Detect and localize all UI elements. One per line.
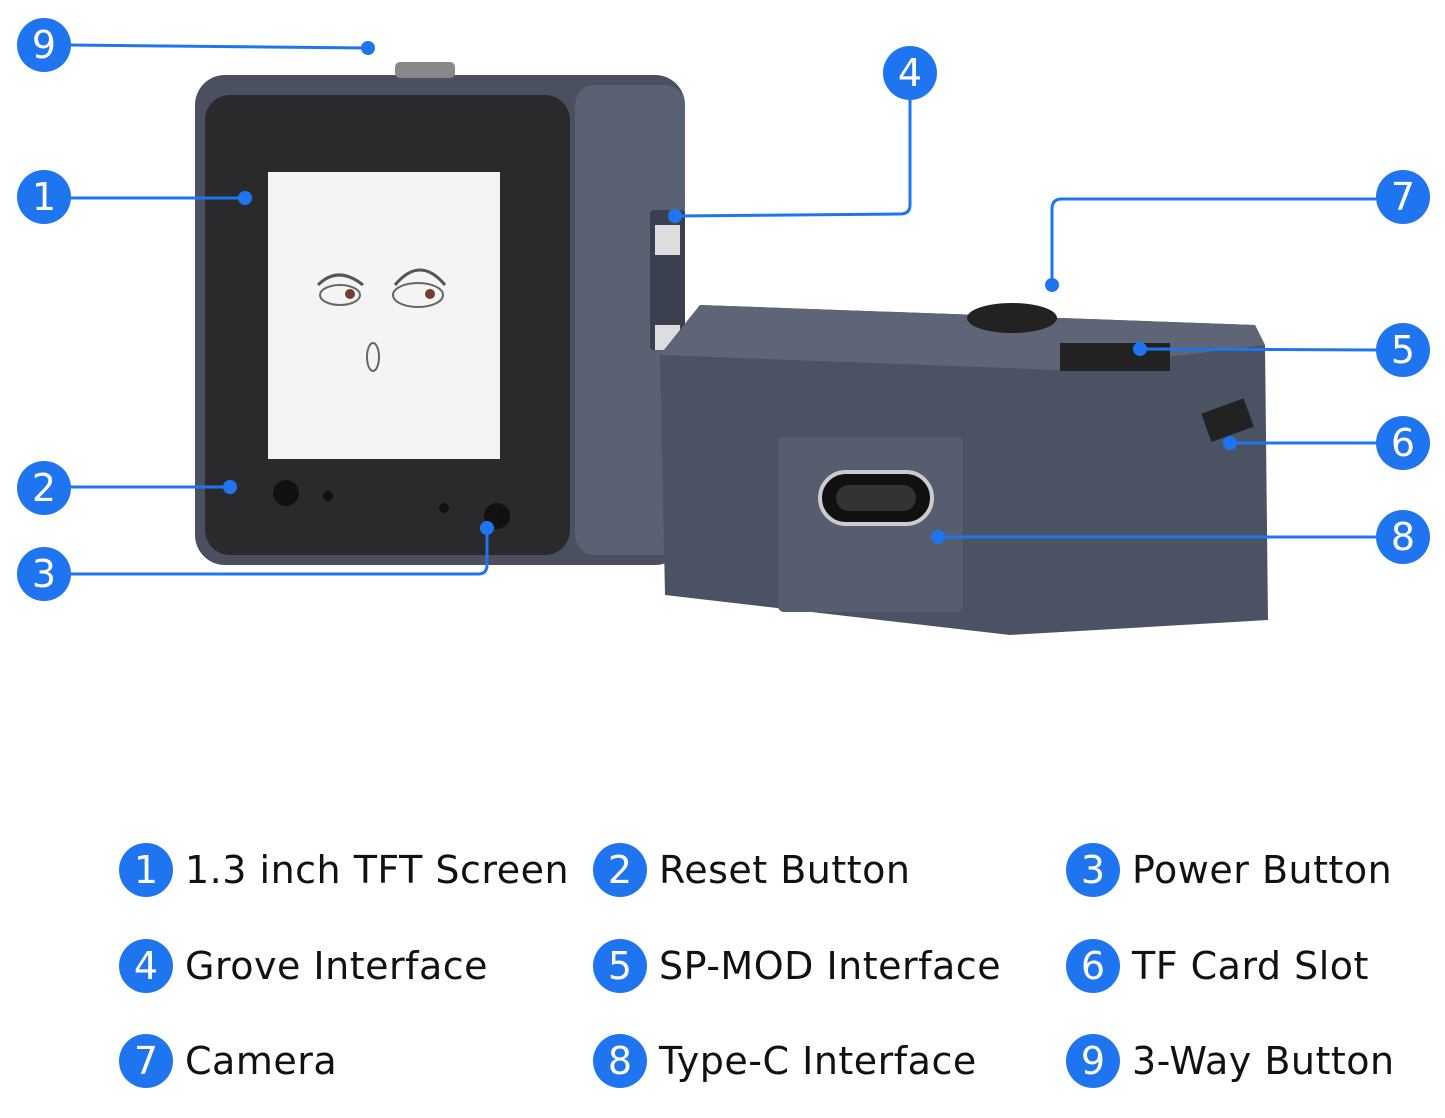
callout-badge-1: 1 [17, 170, 71, 224]
device-front [195, 62, 685, 565]
svg-text:7: 7 [1391, 175, 1415, 219]
callout-badge-3: 3 [17, 547, 71, 601]
reset-button [273, 480, 299, 506]
legend-label: Camera [185, 1039, 338, 1083]
sp-mod-port [1060, 343, 1170, 371]
leader-lines [69, 43, 1377, 576]
legend-item-6: 6 TF Card Slot [1066, 936, 1369, 996]
camera [967, 303, 1057, 333]
callout-badge-8: 8 [1376, 510, 1430, 564]
callout-badge-9: 9 [17, 18, 71, 72]
legend-badge: 4 [119, 939, 173, 993]
legend-label: TF Card Slot [1132, 944, 1369, 988]
legend-label: Type-C Interface [659, 1039, 977, 1083]
callout-badge-2: 2 [17, 461, 71, 515]
anchor-dots [223, 41, 1237, 544]
callout-badge-4: 4 [883, 46, 937, 100]
grove-port [655, 225, 680, 255]
legend-badge: 9 [1066, 1034, 1120, 1088]
callout-badge-5: 5 [1376, 323, 1430, 377]
svg-text:1: 1 [32, 175, 56, 219]
tft-screen [268, 172, 500, 459]
legend-label: Power Button [1132, 848, 1393, 892]
callout-badge-7: 7 [1376, 170, 1430, 224]
svg-text:4: 4 [898, 51, 922, 95]
callout-badge-6: 6 [1376, 416, 1430, 470]
legend-item-4: 4 Grove Interface [119, 936, 488, 996]
legend-badge: 3 [1066, 843, 1120, 897]
legend-label: Reset Button [659, 848, 911, 892]
legend-item-7: 7 Camera [119, 1031, 337, 1091]
legend-item-9: 9 3-Way Button [1066, 1031, 1395, 1091]
three-way-button [395, 62, 455, 78]
device-back [660, 303, 1268, 635]
legend-label: 1.3 inch TFT Screen [185, 848, 570, 892]
legend-label: 3-Way Button [1132, 1039, 1395, 1083]
svg-text:3: 3 [32, 552, 56, 596]
svg-text:6: 6 [1391, 421, 1415, 465]
svg-text:2: 2 [32, 466, 56, 510]
legend-badge: 1 [119, 843, 173, 897]
legend-item-1: 1 1.3 inch TFT Screen [119, 840, 569, 900]
svg-text:5: 5 [1391, 328, 1415, 372]
svg-text:8: 8 [1391, 515, 1415, 559]
legend-badge: 2 [593, 843, 647, 897]
legend-badge: 7 [119, 1034, 173, 1088]
legend-item-3: 3 Power Button [1066, 840, 1392, 900]
legend-item-2: 2 Reset Button [593, 840, 911, 900]
tf-card-slot [1201, 398, 1254, 442]
legend-item-8: 8 Type-C Interface [593, 1031, 977, 1091]
legend-badge: 5 [593, 939, 647, 993]
legend-item-5: 5 SP-MOD Interface [593, 936, 1001, 996]
device-diagram: 9 1 2 3 4 7 5 6 8 [17, 18, 1430, 635]
legend-label: Grove Interface [185, 944, 489, 988]
legend-label: SP-MOD Interface [659, 944, 1002, 988]
svg-text:9: 9 [32, 23, 56, 67]
legend-badge: 8 [593, 1034, 647, 1088]
legend-badge: 6 [1066, 939, 1120, 993]
